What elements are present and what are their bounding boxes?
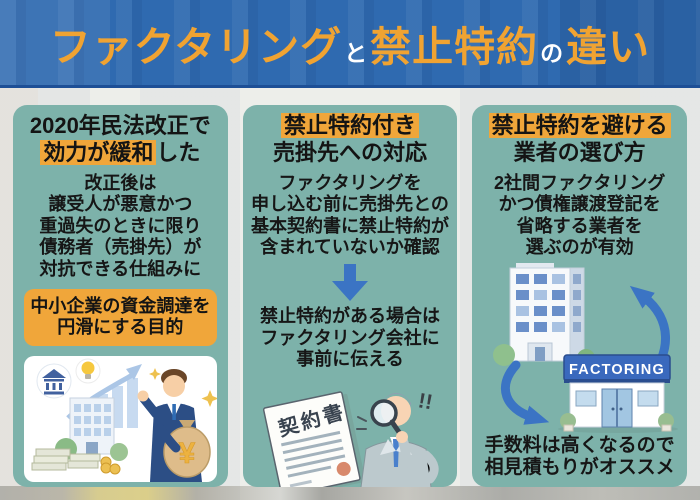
svg-text:¥: ¥ — [179, 437, 196, 470]
cash-stacks — [31, 448, 121, 475]
card1-purpose-callout: 中小企業の資金調達を 円滑にする目的 — [24, 288, 217, 346]
contract-inspection-illustration: 契約書 !! — [262, 389, 439, 487]
title-segment-to: と — [344, 39, 369, 66]
inspector-man: !! — [356, 389, 439, 487]
idea-bulb-icon — [75, 358, 101, 384]
card2-body-line: 禁止特約がある場合は — [260, 306, 440, 327]
client-building — [492, 263, 595, 368]
card2-body-line: ファクタリングを — [278, 172, 422, 193]
card1-body-line: 譲受人が悪意かつ — [48, 194, 193, 215]
svg-text:FACTORING: FACTORING — [569, 362, 665, 378]
magnifier-icon — [370, 399, 404, 438]
card1-title-line1: 2020年民法改正で — [29, 113, 211, 138]
card3-body-line: かつ債権譲渡登記を — [498, 194, 661, 215]
card1-title-line2-tail: した — [156, 139, 201, 165]
card1-body-line: 重過失のときに限り — [39, 215, 202, 236]
card2-body-line: 申し込む前に売掛先との — [251, 194, 449, 215]
businessman-money-illustration: ¥ — [31, 358, 217, 482]
title-segment-no: の — [540, 39, 565, 66]
card3-title-line1-highlight: 禁止特約を避ける — [488, 113, 671, 138]
card2-title-line2: 売掛先への対応 — [273, 139, 428, 165]
card1-body-line: 改正後は — [84, 172, 157, 193]
card3-body-line: 省略する業者を — [516, 215, 643, 236]
businessman: ¥ — [137, 367, 217, 482]
card1-illustration-box: ¥ — [24, 355, 217, 482]
card2-body-line: ファクタリング会社に — [260, 327, 440, 348]
card1-title-line2-highlight: 効力が緩和 — [40, 139, 157, 165]
card1-callout-line: 円滑にする目的 — [57, 317, 184, 338]
card3-body: 2社間ファクタリング かつ債権譲渡登記を 省略する業者を 選ぶのが有効 — [477, 173, 682, 259]
card1-title: 2020年民法改正で 効力が緩和した — [18, 113, 223, 167]
page-title: ファクタリング と 禁止特約 の 違い — [50, 13, 650, 73]
building-silhouette-right — [560, 0, 700, 85]
sparkle-icon — [149, 367, 161, 380]
down-arrow-icon — [332, 264, 368, 302]
building-silhouette-left — [0, 0, 110, 85]
card3-footer-line: 手数料は高くなるので — [484, 435, 675, 457]
office-building — [69, 397, 115, 455]
money-bag-icon: ¥ — [163, 419, 211, 478]
card2-title: 禁止特約付き 売掛先への対応 — [248, 113, 453, 167]
title-segment-kinshi: 禁止特約 — [370, 23, 539, 70]
card2-body-bottom: 禁止特約がある場合は ファクタリング会社に 事前に伝える — [248, 306, 453, 371]
svg-text:!!: !! — [416, 389, 434, 414]
tree — [110, 442, 128, 461]
card-client-response: 禁止特約付き 売掛先への対応 ファクタリングを 申し込む前に売掛先との 基本契約… — [242, 105, 458, 487]
background-street-strip — [0, 486, 700, 500]
card1-body-line: 債務者（売掛先）が — [39, 237, 202, 258]
contract-document: 契約書 — [262, 391, 366, 487]
factoring-cycle-illustration: FACTORING — [492, 263, 678, 434]
title-segment-factoring: ファクタリング — [49, 23, 343, 70]
card1-callout-line: 中小企業の資金調達を — [30, 295, 211, 316]
arrow-down-to-factoring — [500, 360, 549, 425]
card2-title-line1-highlight: 禁止特約付き — [281, 113, 420, 138]
card3-title: 禁止特約を避ける 業者の選び方 — [477, 113, 682, 167]
card3-body-line: 選ぶのが有効 — [525, 237, 634, 258]
card3-footer-note: 手数料は高くなるので 相見積もりがオススメ — [477, 435, 682, 480]
card-provider-selection: 禁止特約を避ける 業者の選び方 2社間ファクタリング かつ債権譲渡登記を 省略す… — [472, 105, 688, 487]
card2-body-line: 基本契約書に禁止特約が — [251, 215, 449, 236]
card1-body-line: 対抗できる仕組みに — [39, 259, 202, 280]
card2-body-line: 事前に伝える — [296, 349, 404, 370]
stamp-icon — [336, 461, 351, 476]
card-law-revision: 2020年民法改正で 効力が緩和した 改正後は 譲受人が悪意かつ 重過失のときに… — [13, 105, 228, 487]
bank-icon — [36, 363, 72, 399]
card2-body-line: 含まれていないか確認 — [260, 237, 440, 258]
card3-footer-line: 相見積もりがオススメ — [484, 457, 675, 479]
card1-body: 改正後は 譲受人が悪意かつ 重過失のときに限り 債務者（売掛先）が 対抗できる仕… — [18, 173, 223, 281]
card3-title-line2: 業者の選び方 — [513, 139, 646, 165]
factoring-store: FACTORING — [557, 354, 678, 434]
card2-body-top: ファクタリングを 申し込む前に売掛先との 基本契約書に禁止特約が 含まれていない… — [248, 173, 453, 259]
card3-body-line: 2社間ファクタリング — [494, 172, 666, 193]
header-banner: ファクタリング と 禁止特約 の 違い — [0, 0, 700, 88]
title-segment-chigai: 違い — [566, 23, 651, 70]
sparkle-icon — [201, 389, 217, 407]
cards-row: 2020年民法改正で 効力が緩和した 改正後は 譲受人が悪意かつ 重過失のときに… — [13, 105, 688, 487]
